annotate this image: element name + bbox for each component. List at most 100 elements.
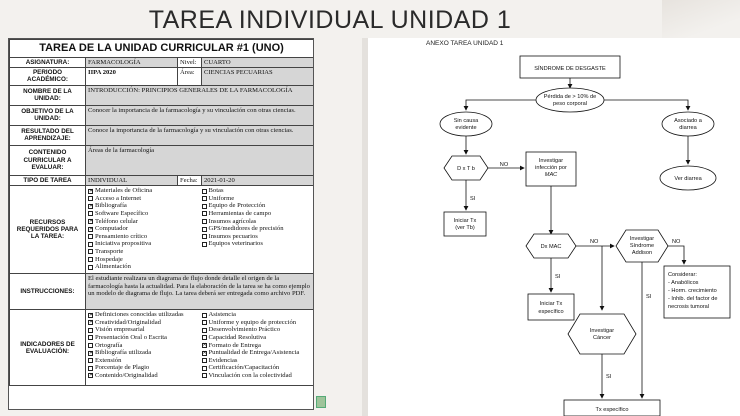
- recurso-item: GPS/medidores de precisión: [201, 225, 312, 233]
- indicador-label: Evidencias: [208, 356, 238, 364]
- recurso-item: Software Específico: [88, 210, 198, 218]
- indicador-label: Formato de Entrega: [208, 341, 261, 349]
- svg-text:- Anabólicos: - Anabólicos: [668, 280, 699, 286]
- checkbox-icon: [88, 365, 93, 371]
- value-asignatura: FARMACOLOGÍA: [85, 56, 178, 69]
- node-ver-diarrea: [659, 165, 717, 191]
- svg-text:Investigar: Investigar: [630, 236, 654, 242]
- indicador-label: Contenido/Originalidad: [95, 372, 158, 380]
- recurso-item: Equipos veterinarios: [201, 240, 312, 248]
- node-perdida: [535, 87, 605, 113]
- recurso-label: Pensamiento crítico: [95, 232, 148, 240]
- indicador-item: Ortografía: [88, 342, 198, 350]
- indicador-label: Asistencia: [208, 311, 236, 319]
- recurso-item: Transporte: [88, 248, 198, 256]
- svg-text:SI: SI: [606, 374, 612, 380]
- indicador-item: ✕Formato de Entrega: [201, 341, 312, 350]
- recurso-label: Botas: [208, 187, 224, 195]
- svg-text:Dx MAC: Dx MAC: [541, 244, 562, 250]
- indicador-label: Extensión: [95, 356, 122, 364]
- recurso-label: Herramientas de campo: [208, 210, 272, 218]
- checkbox-icon: ✕: [88, 188, 94, 194]
- value-periodo: IIPA 2020: [85, 67, 178, 86]
- recurso-label: GPS/medidores de precisión: [208, 225, 284, 233]
- checkbox-icon: [201, 335, 207, 341]
- svg-text:Iniciar Tx: Iniciar Tx: [454, 218, 477, 224]
- svg-text:Investigar: Investigar: [590, 328, 614, 334]
- checkbox-icon: [201, 234, 207, 240]
- label-nivel: Nivel:: [177, 56, 202, 69]
- svg-text:Sin causa: Sin causa: [454, 118, 479, 124]
- indicador-item: Presentación Oral o Escrita: [88, 334, 198, 342]
- recurso-item: Pensamiento crítico: [88, 233, 198, 241]
- recurso-item: Insumos pecuarios: [201, 233, 312, 241]
- recurso-label: Hospedaje: [95, 255, 123, 263]
- checkbox-icon: [88, 264, 93, 270]
- indicador-label: Definiciones conocidas utilizadas: [95, 311, 184, 319]
- value-resultado: Conoce la importancia de la farmacología…: [84, 124, 313, 146]
- value-objetivo: Conocer la importancia de la farmacologí…: [84, 104, 313, 126]
- checkbox-icon: ✕: [88, 373, 94, 379]
- recurso-item: ✕Teléfono celular: [88, 218, 198, 226]
- recurso-item: Uniforme: [201, 195, 312, 203]
- svg-text:NO: NO: [500, 162, 509, 168]
- checkbox-icon: ✕: [201, 342, 207, 348]
- checkbox-icon: [88, 211, 93, 217]
- recurso-item: Acceso a Internet: [88, 195, 198, 203]
- value-nivel: CUARTO: [200, 56, 313, 69]
- recurso-label: Computador: [95, 225, 128, 233]
- svg-text:Asociado a: Asociado a: [674, 118, 703, 124]
- node-asociado: [661, 111, 715, 137]
- svg-text:peso corporal: peso corporal: [553, 101, 587, 107]
- recurso-item: ✕Bibliografía: [88, 202, 198, 210]
- indicador-label: Capacidad Resolutiva: [208, 334, 267, 342]
- recurso-item: ✕Computador: [88, 225, 198, 233]
- indicador-item: Visión empresarial: [88, 326, 198, 334]
- recurso-label: Software Específico: [95, 210, 149, 218]
- recurso-label: Bibliografía: [95, 202, 127, 210]
- svg-text:- Horm. crecimiento: - Horm. crecimiento: [668, 288, 717, 294]
- node-considerar: [663, 265, 731, 319]
- recurso-item: Hospedaje: [88, 256, 198, 264]
- checkbox-icon: [88, 256, 93, 262]
- svg-text:D x T b: D x T b: [457, 166, 475, 172]
- checkbox-icon: ✕: [88, 350, 94, 356]
- checkbox-icon: ✕: [88, 218, 94, 224]
- recurso-label: Transporte: [95, 248, 124, 256]
- svg-text:Síndrome: Síndrome: [630, 243, 654, 249]
- recurso-label: Iniciativa propositiva: [95, 240, 152, 248]
- svg-text:diarrea: diarrea: [679, 125, 697, 131]
- svg-text:Cáncer: Cáncer: [593, 335, 611, 341]
- label-fecha: Fecha:: [177, 174, 202, 187]
- label-nombre: NOMBRE DE LA UNIDAD:: [9, 84, 86, 106]
- plant-icon: [316, 396, 326, 408]
- label-resultado: RESULTADO DEL APRENDIZAJE:: [9, 124, 86, 146]
- decorative-corner: [662, 0, 740, 40]
- slide-title: TAREA INDIVIDUAL UNIDAD 1: [148, 6, 512, 34]
- checkbox-icon: [201, 373, 207, 379]
- indicador-label: Vinculación con la colectividad: [208, 372, 292, 380]
- indicador-item: ✕Bibliografía utilizada: [88, 349, 198, 357]
- indicador-label: Certificación/Capacitación: [208, 364, 280, 372]
- document-header: TAREA DE LA UNIDAD CURRICULAR #1 (UNO): [9, 39, 313, 58]
- svg-text:MAC: MAC: [545, 172, 558, 178]
- svg-text:necrosis tumoral: necrosis tumoral: [668, 304, 709, 310]
- svg-text:SI: SI: [470, 196, 476, 202]
- indicador-item: Vinculación con la colectividad: [201, 372, 312, 380]
- recurso-item: Alimentación: [88, 263, 198, 271]
- node-cancer: [567, 313, 637, 355]
- indicador-label: Ortografía: [95, 341, 123, 349]
- indicador-item: ✕Puntualidad de Entrega/Asistencia: [201, 349, 312, 357]
- label-area: Área:: [177, 67, 202, 86]
- flowchart: SÍNDROME DE DESGASTE Pérdida de > 10% de…: [439, 55, 731, 416]
- recurso-item: Botas: [201, 187, 312, 195]
- recurso-item: ✕Materiales de Oficina: [88, 187, 198, 195]
- label-instrucciones: INSTRUCCIONES:: [9, 273, 86, 311]
- indicador-label: Puntualidad de Entrega/Asistencia: [208, 349, 300, 357]
- value-instrucciones: El estudiante realizara un diagrama de f…: [84, 273, 313, 311]
- label-contenido: CONTENIDO CURRICULAR A EVALUAR:: [9, 144, 86, 176]
- recurso-item: Equipo de Protección: [201, 202, 312, 210]
- label-asignatura: ASIGNATURA:: [9, 56, 86, 69]
- indicador-item: ✕Contenido/Originalidad: [88, 372, 198, 380]
